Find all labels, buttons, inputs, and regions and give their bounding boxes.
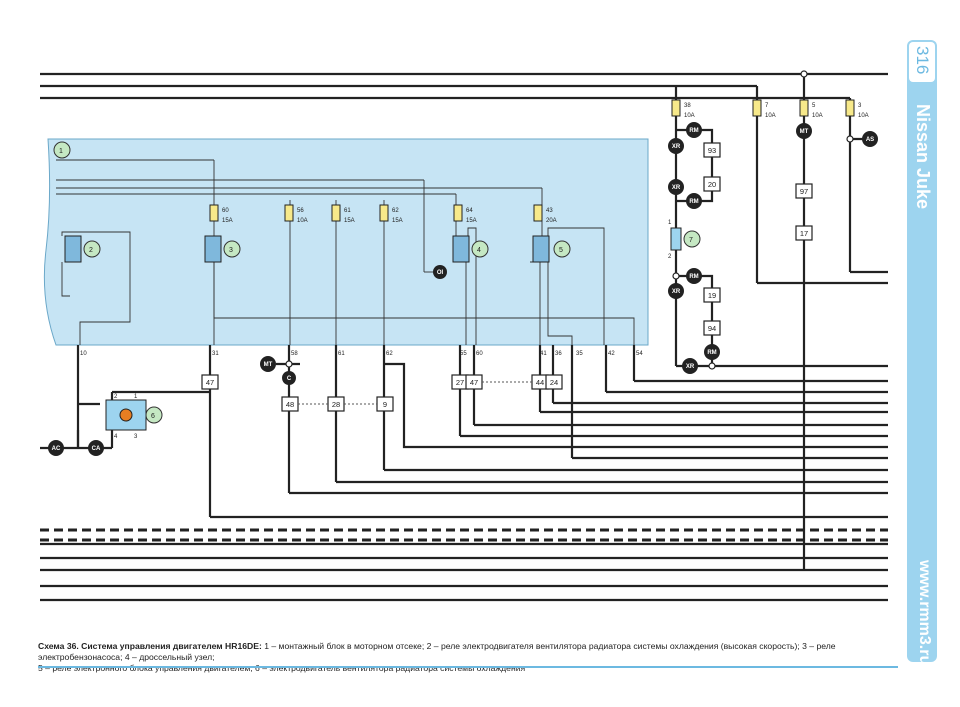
mounting-block-area xyxy=(43,138,649,346)
fuse-7-rating: 10A xyxy=(765,113,776,119)
motor-pin-label: 2 xyxy=(114,394,118,400)
relay-7-label: 7 xyxy=(689,237,693,244)
fuse-62-number: 62 xyxy=(392,208,399,214)
pin-label: 41 xyxy=(540,351,547,357)
motor-pin-label: 1 xyxy=(134,394,138,400)
connector-label: AS xyxy=(866,137,874,143)
fuse-43-rating: 20A xyxy=(546,218,557,224)
fuse-60-number: 60 xyxy=(222,208,229,214)
connector-label: XR xyxy=(672,289,681,295)
fuse-43-number: 43 xyxy=(546,208,553,214)
wire-box-label: 48 xyxy=(286,400,294,409)
motor-pin-label: 4 xyxy=(114,434,118,440)
pin-label: 54 xyxy=(636,351,643,357)
model-title: Nissan Juke xyxy=(913,104,933,210)
motor-6-label: 6 xyxy=(151,413,155,420)
wire-box-label: 19 xyxy=(708,291,716,300)
wire-box-label: 27 xyxy=(456,378,464,387)
pin-label: 31 xyxy=(212,351,219,357)
block-number: 1 xyxy=(59,148,63,155)
fuse-56-number: 56 xyxy=(297,208,304,214)
wire-box-label: 94 xyxy=(708,324,716,333)
fuse-icons xyxy=(209,99,855,222)
fuse-3-rating: 10A xyxy=(858,113,869,119)
fuse-7-number: 7 xyxy=(765,103,769,109)
wire-box-label: 93 xyxy=(708,146,716,155)
fuse-38-rating: 10A xyxy=(684,113,695,119)
fuse-64-number: 64 xyxy=(466,208,473,214)
caption-text-2: 5 – реле электронного блока управления д… xyxy=(38,663,526,673)
connector-label: MT xyxy=(264,362,273,368)
connector-label: OI xyxy=(437,270,444,276)
side-tab xyxy=(907,40,937,662)
connector-label: C xyxy=(287,376,292,382)
relay-4-label: 4 xyxy=(477,247,481,254)
component-badges xyxy=(53,141,701,424)
wire-box-label: 9 xyxy=(383,400,387,409)
pin-label: 55 xyxy=(460,351,467,357)
pin-label: 35 xyxy=(576,351,583,357)
wire-box-label: 20 xyxy=(708,180,716,189)
connector-label: RM xyxy=(707,350,716,356)
wire-box-label: 97 xyxy=(800,187,808,196)
fuse-5-number: 5 xyxy=(812,103,816,109)
relay-7-icon xyxy=(670,227,682,251)
fuse-61-number: 61 xyxy=(344,208,351,214)
connector-label: XR xyxy=(672,185,681,191)
relay-3-label: 3 xyxy=(229,247,233,254)
fuse-60-rating: 15A xyxy=(222,218,233,224)
figure-caption: Схема 36. Система управления двигателем … xyxy=(38,641,898,674)
caption-underline xyxy=(38,666,898,668)
wire-box-label: 47 xyxy=(206,378,214,387)
connector-label: AC xyxy=(52,446,61,452)
caption-title: Схема 36. Система управления двигателем … xyxy=(38,641,262,651)
fuse-56-rating: 10A xyxy=(297,218,308,224)
connector-label: XR xyxy=(672,144,681,150)
motor-pin-label: 3 xyxy=(134,434,138,440)
relay-5-label: 5 xyxy=(559,247,563,254)
connector-label: CA xyxy=(92,446,101,452)
page-number: 316 xyxy=(913,46,932,75)
wire-box-label: 28 xyxy=(332,400,340,409)
pin-label: 58 xyxy=(291,351,298,357)
fuse-61-rating: 15A xyxy=(344,218,355,224)
page-number-box xyxy=(909,42,935,82)
fuse-38-number: 38 xyxy=(684,103,691,109)
connector-label: RM xyxy=(689,274,698,280)
wire-box-label: 17 xyxy=(800,229,808,238)
connector-label: XR xyxy=(686,364,695,370)
fuse-3-number: 3 xyxy=(858,103,862,109)
connector-label: MT xyxy=(800,129,809,135)
connector-label: RM xyxy=(689,128,698,134)
wire-box-label: 24 xyxy=(550,378,558,387)
wire-box-label: 44 xyxy=(536,378,544,387)
pin-label: 36 xyxy=(555,351,562,357)
relay-2-label: 2 xyxy=(89,247,93,254)
pin-label: 60 xyxy=(476,351,483,357)
relay7-pin-label: 1 xyxy=(668,220,672,226)
fuse-5-rating: 10A xyxy=(812,113,823,119)
pin-label: 61 xyxy=(338,351,345,357)
caption-text-1: 1 – монтажный блок в моторном отсеке; 2 … xyxy=(38,641,836,662)
fuse-62-rating: 15A xyxy=(392,218,403,224)
website-label: www.rmm3.ru xyxy=(916,560,933,666)
relay-icons xyxy=(64,235,550,263)
fuse-64-rating: 15A xyxy=(466,218,477,224)
pin-label: 42 xyxy=(608,351,615,357)
pin-label: 62 xyxy=(386,351,393,357)
wire-box-label: 47 xyxy=(470,378,478,387)
wire-boxes xyxy=(201,142,813,412)
relay7-pin-label: 2 xyxy=(668,254,672,260)
connector-label: RM xyxy=(689,199,698,205)
connector-circles xyxy=(48,122,878,456)
pin-label: 10 xyxy=(80,351,87,357)
